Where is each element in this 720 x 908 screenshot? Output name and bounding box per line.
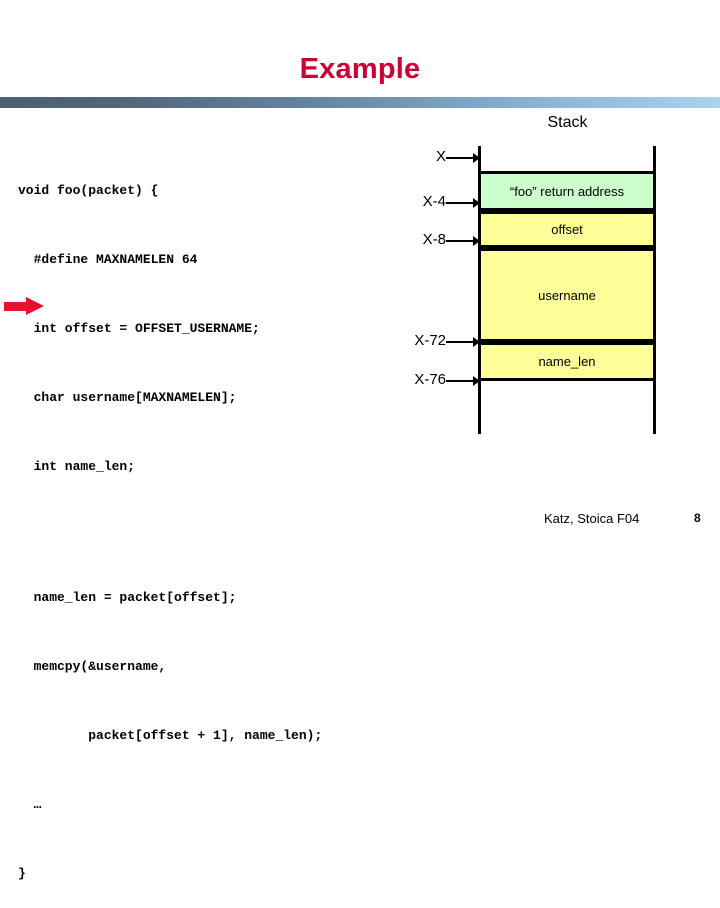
address-arrow-head-icon: [473, 337, 480, 347]
red-arrow-head: [26, 297, 44, 315]
address-arrow-shaft: [446, 380, 474, 382]
stack-left-rail: [478, 146, 481, 434]
address-label-text: X-8: [422, 231, 446, 248]
code-line: packet[offset + 1], name_len);: [18, 728, 323, 743]
code-blank-line: [18, 524, 418, 540]
address-arrow-shaft: [446, 240, 474, 242]
stack-diagram: “foo” return address offset username nam…: [478, 146, 656, 434]
footer-attribution: Katz, Stoica F04: [544, 511, 640, 526]
stack-cell-name-len: name_len: [481, 342, 653, 381]
code-line: name_len = packet[offset];: [18, 590, 237, 605]
address-arrow-shaft: [446, 341, 474, 343]
address-label-text: X-72: [414, 332, 446, 349]
address-label-x-76: X-76: [372, 371, 480, 391]
address-label-x: X: [380, 148, 480, 168]
code-line-memcpy: memcpy(&username,: [18, 659, 167, 674]
address-label-x-8: X-8: [380, 231, 480, 251]
title-divider: [0, 97, 720, 108]
slide-number: 8: [694, 511, 701, 525]
code-line: char username[MAXNAMELEN];: [18, 390, 237, 405]
address-label-x-4: X-4: [380, 193, 480, 213]
address-arrow-head-icon: [473, 198, 480, 208]
address-arrow-shaft: [446, 157, 474, 159]
address-arrow-head-icon: [473, 236, 480, 246]
stack-cell-offset: offset: [481, 211, 653, 248]
stack-cell-return-address: “foo” return address: [481, 171, 653, 211]
address-arrow-shaft: [446, 202, 474, 204]
code-line-ellipsis: …: [18, 797, 42, 812]
code-line: int name_len;: [18, 459, 136, 474]
address-label-text: X-76: [414, 371, 446, 388]
red-arrow-icon: [4, 297, 46, 315]
address-arrow-head-icon: [473, 153, 480, 163]
address-label-x-72: X-72: [372, 332, 480, 352]
code-line: void foo(packet) {: [18, 183, 159, 198]
address-label-text: X: [435, 148, 446, 165]
stack-diagram-title: Stack: [547, 114, 588, 131]
code-line: int offset = OFFSET_USERNAME;: [18, 321, 260, 336]
code-line: }: [18, 866, 26, 881]
stack-right-rail: [653, 146, 656, 434]
address-arrow-head-icon: [473, 376, 480, 386]
stack-cell-username: username: [481, 248, 653, 342]
page-title: Example: [299, 53, 421, 85]
red-arrow-shaft: [4, 302, 28, 311]
code-line: #define MAXNAMELEN 64: [18, 252, 198, 267]
address-label-text: X-4: [422, 193, 446, 210]
code-listing: void foo(packet) { #define MAXNAMELEN 64…: [18, 133, 418, 908]
